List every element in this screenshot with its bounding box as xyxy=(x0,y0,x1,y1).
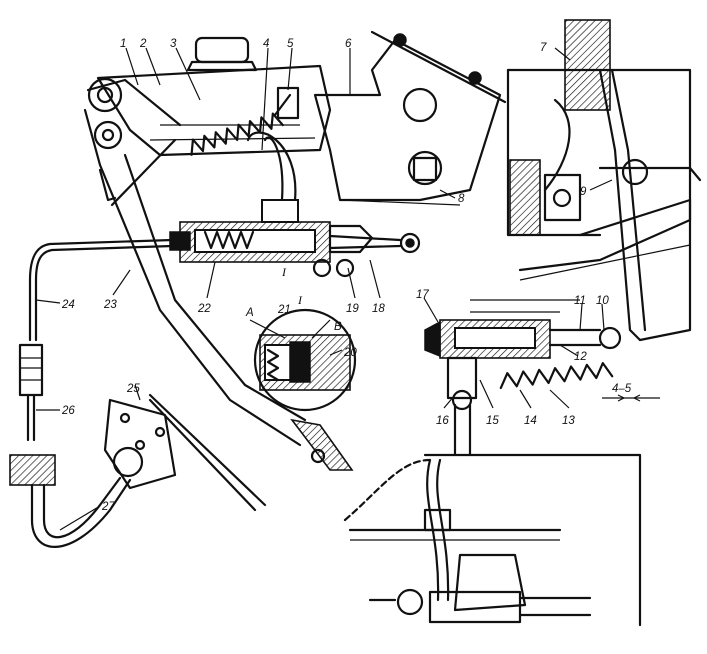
section-mark-I-detail: I xyxy=(297,293,303,307)
label-20: 20 xyxy=(343,347,357,359)
clutch-housing xyxy=(506,19,702,342)
supply-hose xyxy=(246,131,297,202)
release-bearing xyxy=(564,19,611,111)
label-4: 4 xyxy=(263,38,269,50)
installation-view xyxy=(343,453,642,627)
release-fork xyxy=(598,68,642,342)
gap-dimension-arrows xyxy=(602,394,660,402)
label-27: 27 xyxy=(101,501,115,513)
pedal-pad xyxy=(290,418,354,471)
slave-cylinder xyxy=(424,299,622,457)
label-3: 3 xyxy=(170,38,177,50)
clutch-pedal xyxy=(83,77,354,471)
master-cylinder xyxy=(169,199,421,278)
leader-lines xyxy=(35,47,613,531)
label-7: 7 xyxy=(540,42,547,54)
label-point-A: A xyxy=(245,307,254,319)
label-6: 6 xyxy=(345,38,352,50)
label-point-B: B xyxy=(334,321,342,333)
label-5: 5 xyxy=(287,38,294,50)
label-12: 12 xyxy=(574,351,587,363)
label-26: 26 xyxy=(61,405,75,417)
label-19: 19 xyxy=(346,303,359,315)
callout-labels: 1 2 3 4 5 6 7 8 9 10 11 12 13 14 15 16 1… xyxy=(61,38,632,513)
detail-section-I xyxy=(249,308,357,412)
label-9: 9 xyxy=(580,186,587,198)
label-11: 11 xyxy=(574,295,586,307)
section-mark-I-cylinder: I xyxy=(281,265,287,279)
label-15: 15 xyxy=(486,415,499,427)
pedal-return-spring xyxy=(110,86,300,207)
label-gap-dimension: 4–5 xyxy=(612,383,632,395)
flexible-hose xyxy=(9,393,267,548)
hydraulic-pipe xyxy=(18,238,174,442)
pedal-bracket xyxy=(313,30,507,206)
label-13: 13 xyxy=(562,415,575,427)
label-10: 10 xyxy=(596,295,609,307)
label-23: 23 xyxy=(103,299,117,311)
label-14: 14 xyxy=(524,415,537,427)
label-17: 17 xyxy=(416,289,429,301)
label-8: 8 xyxy=(458,193,465,205)
label-21: 21 xyxy=(277,304,291,316)
label-1: 1 xyxy=(120,38,126,50)
label-2: 2 xyxy=(139,38,147,50)
label-16: 16 xyxy=(436,415,449,427)
label-22: 22 xyxy=(197,303,211,315)
label-24: 24 xyxy=(61,299,75,311)
label-18: 18 xyxy=(372,303,385,315)
label-25: 25 xyxy=(126,383,140,395)
fluid-reservoir xyxy=(96,36,332,157)
